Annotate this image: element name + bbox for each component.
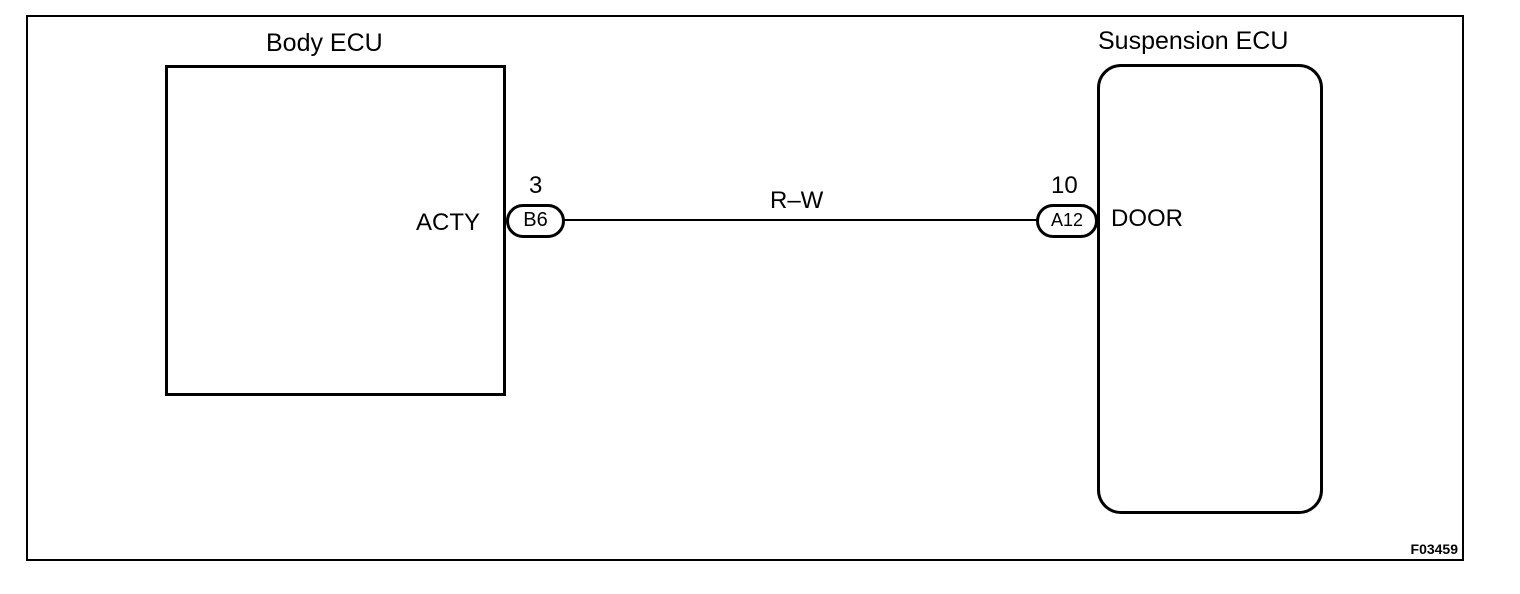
wire-harness-line: [564, 219, 1038, 221]
body-ecu-box: [165, 65, 506, 396]
body-ecu-title: Body ECU: [266, 29, 383, 57]
diagram-frame: [26, 15, 1464, 561]
figure-code: F03459: [1410, 541, 1458, 557]
door-terminal-label: DOOR: [1111, 205, 1183, 232]
wire-color-label: R–W: [770, 187, 824, 214]
suspension-ecu-title: Suspension ECU: [1098, 27, 1289, 55]
suspension-ecu-pin-number: 10: [1051, 172, 1078, 199]
suspension-ecu-box: [1097, 64, 1323, 514]
connector-b6: B6: [506, 204, 565, 238]
acty-terminal-label: ACTY: [416, 209, 481, 236]
connector-a12: A12: [1036, 204, 1098, 238]
body-ecu-pin-number: 3: [529, 172, 543, 199]
